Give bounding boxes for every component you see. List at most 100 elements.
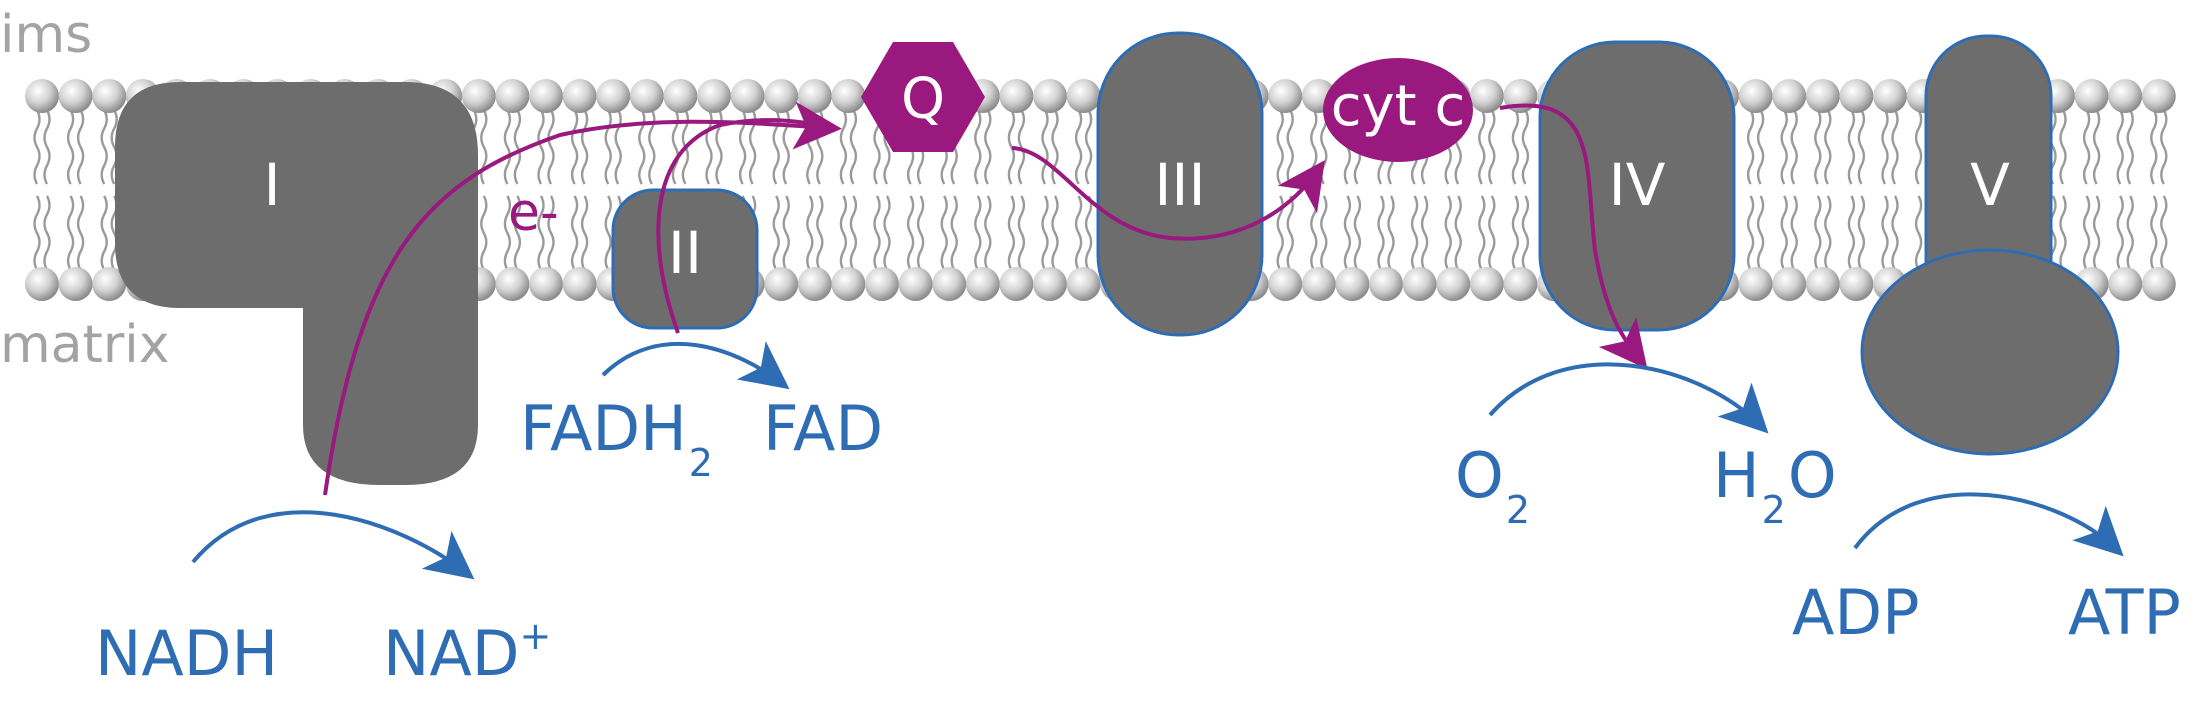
lipid-tail [1051,109,1059,185]
lipid-tail [1320,195,1328,271]
lipid-tail [110,109,118,185]
lipid-tail [2092,109,2101,185]
lipid-tail [2059,109,2067,185]
lipid-head [697,79,731,113]
lipid-head [1805,267,1840,301]
lipid-tail [2160,109,2168,185]
lipid-head [1268,267,1303,301]
lipid-tail [1017,195,1026,271]
ubiquinone-hexagon [861,42,985,152]
lipid-tail [1478,109,1486,185]
fadh-subscript: 2 [689,441,713,485]
lipid-tail [1007,195,1016,271]
lipid-head [1503,267,1538,301]
lipid-tail [2082,195,2091,271]
lipid-head [562,267,597,301]
lipid-tail [33,195,41,271]
nad-plus-label: NAD+ [383,614,551,690]
lipid-tail [1276,109,1284,185]
lipid-head [831,267,866,301]
complex-5-head [1860,248,2120,456]
lipid-tail [883,195,891,271]
lipid-tail [66,195,75,271]
lipid-tail [2116,109,2124,185]
electron-label: e- [508,183,559,243]
lipid-head [865,267,899,301]
lipid-head [764,79,799,113]
lipid-tail [1410,195,1419,271]
lipid-tail [1790,195,1798,271]
lipid-tail [1756,109,1765,185]
matrix-label: matrix [0,315,170,375]
cytochrome-c-shape [1323,58,1473,162]
lipid-tail [984,109,992,185]
lipid-tail [974,109,982,185]
complex-4-label: IV [1609,151,1666,219]
lipid-head [1033,267,1067,301]
lipid-tail [76,109,85,185]
fadh2-reaction-arrow [601,341,790,390]
lipid-head [2108,79,2143,113]
lipid-tail [1074,109,1083,185]
lipid-tail [839,195,848,271]
h2o-o: O [1788,439,1837,512]
lipid-head [1033,79,1067,113]
lipid-head [999,79,1034,113]
lipid-tail [1377,195,1385,271]
lipid-tail [849,195,858,271]
lipid-head [1469,79,1504,113]
oxygen-reaction-arrow [1488,362,1769,434]
lipid-head [663,79,698,113]
ubiquinone-label: Q [901,67,945,132]
lipid-tail [974,195,982,271]
lipid-head [932,267,967,301]
lipid-head [1839,79,1874,113]
lipid-head [1738,267,1773,301]
o2-subscript: 2 [1506,488,1530,532]
lipid-tail [906,195,915,271]
lipid-tail [873,195,881,271]
nadh-reaction-arrow [191,510,475,580]
lipid-tail [1511,109,1520,185]
fadh-base: FADH [520,392,687,465]
lipid-tail [1914,195,1923,271]
lipid-tail [1454,195,1462,271]
lipid-tail [537,195,545,271]
lipid-head [2141,79,2176,113]
electron-path-cyt-c-to-complex-4 [1499,103,1648,370]
lipid-tail [2126,195,2134,271]
lipid-head [92,79,127,113]
lipid-tail [43,195,51,271]
lipid-head [1772,79,1807,113]
lipid-tail [547,195,555,271]
lipid-tail [1824,109,1832,185]
lipid-tail [1343,195,1352,271]
lipid-tail [1051,195,1059,271]
lipid-head [831,79,866,113]
lipid-tail [1041,109,1049,185]
lipid-tail [1780,109,1788,185]
complex-4: IV [1538,40,1736,332]
electron-path-complex-2-to-q [656,118,821,334]
lipid-head [1436,267,1471,301]
lipid-tail [1857,109,1866,185]
lipid-head [495,267,530,301]
lipid-head [629,79,664,113]
fadh2-label: FADH2 [520,392,713,485]
h2o-label: H2O [1713,439,1837,532]
lipid-tail [570,195,579,271]
lipid-head [2141,267,2176,301]
lipid-head [529,79,563,113]
lipid-head [58,79,93,113]
complex-2-shape [611,188,759,330]
lipid-tail [1084,109,1093,185]
reaction-arrows [191,341,2124,580]
lipid-tail [1847,195,1856,271]
complex-3: III [1096,31,1264,337]
cytochrome-c: cyt c [1323,58,1473,162]
complex-1-label: I [263,151,280,219]
lipid-tail [604,195,612,271]
lipid-tail [1847,109,1856,185]
nad-base: NAD [383,617,520,690]
lipid-tail [2116,195,2124,271]
